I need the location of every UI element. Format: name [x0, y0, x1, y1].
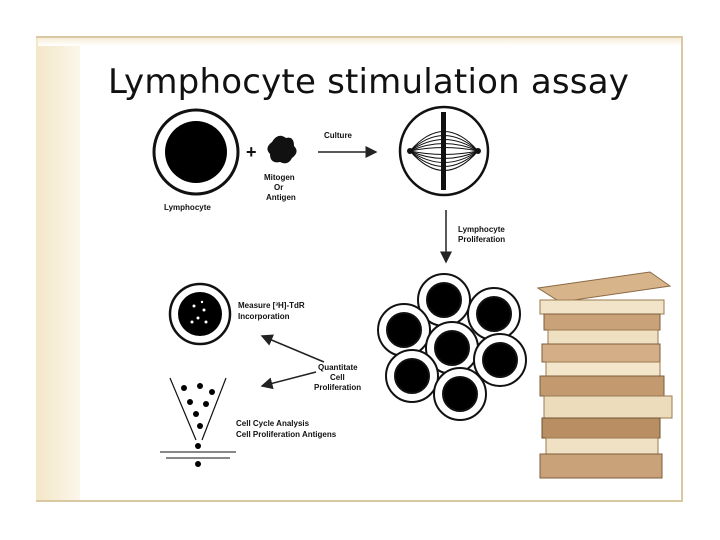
mitogen-label-2: Or — [274, 183, 283, 192]
quantitate-arrow-down — [260, 371, 317, 390]
proliferation-label-2: Proliferation — [458, 235, 505, 244]
lymphocyte-label: Lymphocyte — [164, 203, 211, 212]
cycle-label-1: Cell Cycle Analysis — [236, 419, 310, 428]
quantitate-arrow-up — [260, 334, 325, 363]
plus-sign: + — [246, 142, 257, 162]
mitogen-label-3: Antigen — [266, 193, 296, 202]
cycle-label-2: Cell Proliferation Antigens — [236, 430, 337, 439]
quantitate-label-2: Cell — [330, 373, 345, 382]
measure-cell — [168, 282, 232, 346]
proliferation-label-1: Lymphocyte — [458, 225, 505, 234]
slide-top-band — [38, 38, 681, 46]
quantitate-label-1: Quantitate — [318, 363, 358, 372]
mitogen-label-1: Mitogen — [264, 173, 295, 182]
dividing-cell — [398, 105, 490, 197]
cell-cluster — [377, 273, 527, 421]
slide-title: Lymphocyte stimulation assay — [108, 62, 630, 102]
flow-cytometry-funnel — [160, 377, 236, 467]
measure-label-2: Incorporation — [238, 312, 290, 321]
mitogen-blob — [267, 135, 297, 164]
measure-label-1: Measure [³H]-TdR — [238, 301, 305, 310]
slide-left-band — [36, 38, 80, 500]
culture-label: Culture — [324, 131, 353, 140]
lymphocyte-cell — [152, 108, 240, 196]
quantitate-label-3: Proliferation — [314, 383, 361, 392]
book-stack-image — [536, 271, 673, 479]
